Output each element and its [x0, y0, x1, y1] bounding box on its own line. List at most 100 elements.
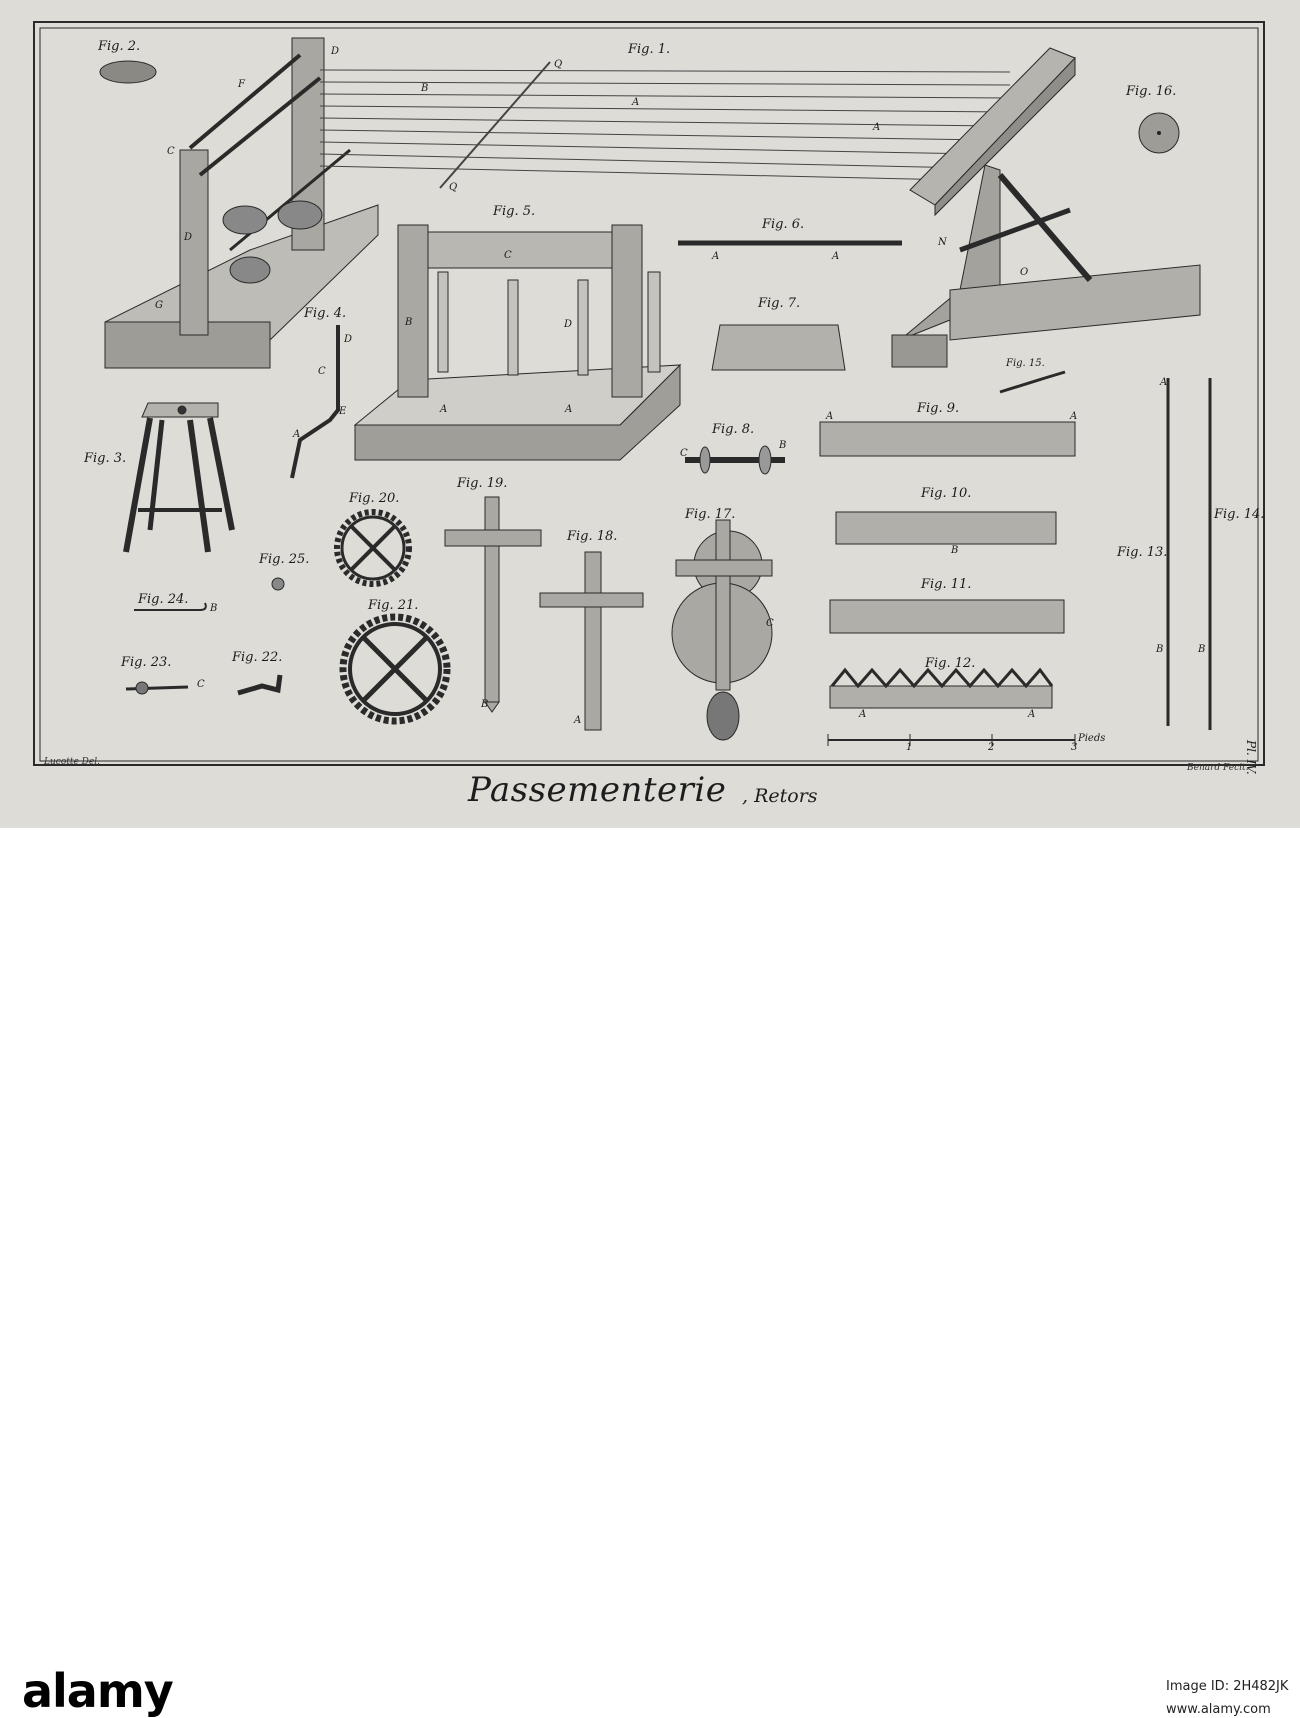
fig2-spool: [99, 60, 157, 84]
fig21-gear: [339, 613, 451, 725]
letter-G: G: [155, 300, 163, 311]
fig5-frame: [353, 224, 682, 461]
scale-mark-1: 1: [906, 742, 913, 753]
image-id-text: Image ID: 2H482JK: [1166, 1679, 1289, 1694]
scale-mark-3: 3: [1071, 742, 1078, 753]
letter-A-fig6-2: A: [832, 251, 840, 262]
fig7-block: [711, 324, 846, 371]
fig11-bar: [829, 599, 1065, 634]
fig1-frame: [104, 37, 379, 369]
plate-subtitle: , Retors: [742, 785, 818, 807]
fig14-label: Fig. 14.: [1214, 507, 1265, 522]
letter-A-fig12: A: [859, 709, 867, 720]
letter-C-fig23: C: [197, 679, 205, 690]
fig12-label: Fig. 12.: [925, 656, 976, 671]
outer-border: [33, 21, 1265, 766]
letter-D-fig4: D: [344, 334, 353, 345]
scale-unit: Pieds: [1078, 733, 1106, 744]
fig22-tool: [237, 674, 283, 696]
letter-B-thread: B: [421, 83, 429, 94]
fig25-piece: [271, 577, 285, 591]
letter-E-fig4: E: [339, 406, 347, 417]
letter-B-fig24: B: [210, 603, 218, 614]
letter-Q-bottom: Q: [449, 182, 458, 193]
letter-B-fig8: B: [779, 440, 787, 451]
letter-A-fig6: A: [712, 251, 720, 262]
letter-C-fig4: C: [318, 366, 326, 377]
letter-F: F: [238, 79, 245, 90]
fig18-cross: [539, 551, 644, 731]
fig9-label: Fig. 9.: [917, 401, 960, 416]
fig3-label: Fig. 3.: [84, 451, 127, 466]
letter-C-fig5: C: [504, 250, 512, 261]
letter-A-fig5-2: A: [565, 404, 573, 415]
letter-B-fig5: B: [405, 317, 413, 328]
letter-D-fig5: D: [564, 319, 573, 330]
fig4-crank: [290, 325, 340, 479]
plate-illustration: [33, 21, 1265, 766]
letter-C: C: [167, 146, 175, 157]
letter-A-fig9: A: [826, 411, 834, 422]
letter-A-fig4: A: [293, 429, 301, 440]
fig24-label: Fig. 24.: [138, 592, 189, 607]
fig6-label: Fig. 6.: [762, 217, 805, 232]
letter-C-fig17: C: [766, 618, 774, 629]
plate-number: Pl. IV.: [1244, 740, 1258, 775]
letter-A-fig18: A: [574, 715, 582, 726]
fig11-label: Fig. 11.: [921, 577, 972, 592]
fig17-label: Fig. 17.: [685, 507, 736, 522]
fig3-stool: [123, 402, 235, 553]
fig13-label: Fig. 13.: [1117, 545, 1168, 560]
letter-A-fig9-2: A: [1070, 411, 1078, 422]
fig23-tool: [125, 681, 189, 695]
fig10-bar: [835, 511, 1057, 545]
fig4-label: Fig. 4.: [304, 306, 347, 321]
fig20-gear: [334, 509, 412, 587]
letter-N: N: [938, 237, 947, 248]
letter-A-fig5: A: [440, 404, 448, 415]
fig15-label: Fig. 15.: [1006, 358, 1045, 369]
scale-mark-2: 2: [988, 742, 995, 753]
fig5-label: Fig. 5.: [493, 204, 536, 219]
letter-A-thread: A: [632, 97, 640, 108]
fig17-reel: [671, 519, 773, 741]
letter-B-fig14: B: [1198, 644, 1206, 655]
fig15-hook: [999, 370, 1066, 394]
inner-border: [39, 27, 1259, 762]
stock-footer: alamy Image ID: 2H482JK www.alamy.com: [0, 828, 1300, 1717]
letter-A-fig13: A: [1160, 377, 1168, 388]
letter-C-fig8: C: [680, 448, 688, 459]
fig1-threads: [319, 61, 1011, 189]
fig1-label: Fig. 1.: [628, 42, 671, 57]
engraver-signature-left: Lucotte Del.: [44, 757, 100, 767]
fig18-label: Fig. 18.: [567, 529, 618, 544]
letter-O: O: [1020, 267, 1029, 278]
fig16-label: Fig. 16.: [1126, 84, 1177, 99]
engraving-plate: Fig. 2. Fig. 1. Fig. 16. Fig. 5. Fig. 6.…: [0, 0, 1300, 828]
letter-D: D: [331, 46, 340, 57]
fig8-bobbin: [685, 445, 785, 475]
fig1-trestle: [891, 47, 1201, 368]
letter-D-post: D: [184, 232, 193, 243]
letter-Q-top: Q: [554, 59, 563, 70]
letter-B-fig19: B: [481, 699, 489, 710]
fig8-label: Fig. 8.: [712, 422, 755, 437]
fig9-bar: [819, 421, 1076, 457]
letter-B-fig10: B: [951, 545, 959, 556]
fig19-label: Fig. 19.: [457, 476, 508, 491]
fig24-needle: [134, 602, 207, 611]
fig19-cross: [444, 496, 542, 713]
site-url: www.alamy.com: [1166, 1702, 1271, 1717]
plate-title: Passementerie: [468, 770, 727, 810]
fig22-label: Fig. 22.: [232, 650, 283, 665]
brand-logo: alamy: [22, 1664, 174, 1718]
letter-B-fig13: B: [1156, 644, 1164, 655]
fig12-bar: [829, 667, 1054, 709]
fig2-label: Fig. 2.: [98, 39, 141, 54]
fig10-label: Fig. 10.: [921, 486, 972, 501]
engraver-signature-right: Benard Fecit.: [1187, 763, 1249, 773]
fig7-label: Fig. 7.: [758, 296, 801, 311]
fig20-label: Fig. 20.: [349, 491, 400, 506]
letter-A-thread-2: A: [873, 122, 881, 133]
fig21-label: Fig. 21.: [368, 598, 419, 613]
